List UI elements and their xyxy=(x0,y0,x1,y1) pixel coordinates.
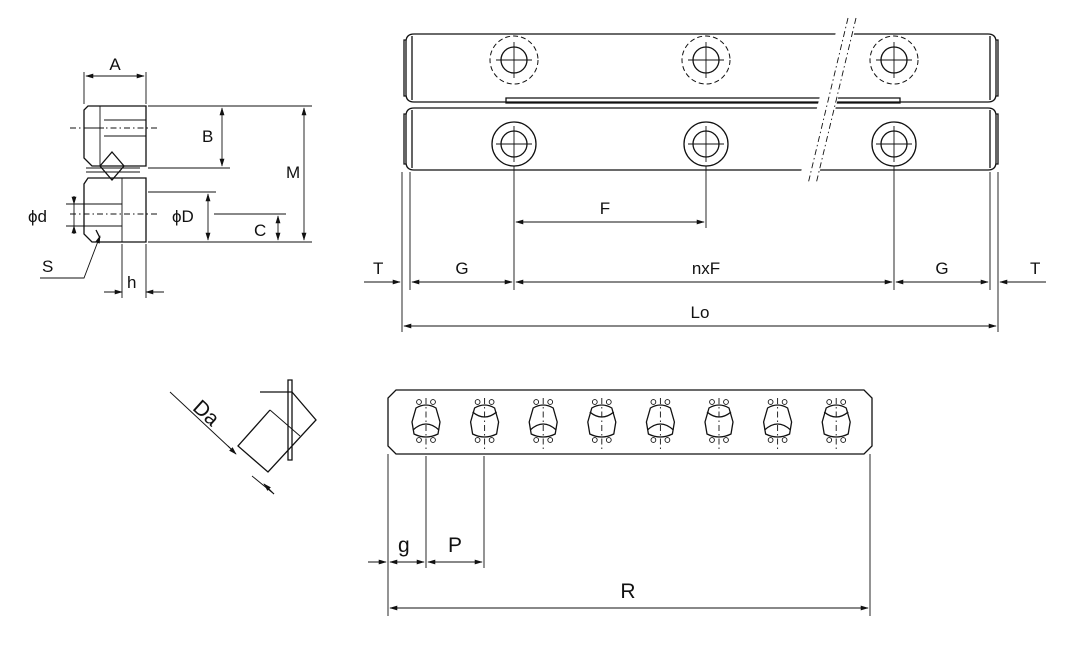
label-G-right: G xyxy=(935,259,948,278)
label-nxF: nxF xyxy=(692,259,720,278)
label-G-left: G xyxy=(455,259,468,278)
label-S: S xyxy=(42,257,53,276)
lower-rail-section xyxy=(83,177,147,243)
dim-R: R xyxy=(389,580,869,611)
label-Lo: Lo xyxy=(691,303,710,322)
label-T-right: T xyxy=(1030,259,1040,278)
label-g: g xyxy=(398,534,410,557)
cage-roller xyxy=(411,398,441,450)
label-T-left: T xyxy=(373,259,383,278)
upper-hole-1 xyxy=(489,35,539,85)
upper-rail-section xyxy=(83,105,147,167)
cage-roller xyxy=(762,398,793,450)
dim-phi-d: ϕd xyxy=(28,196,84,234)
label-phi-d: ϕd xyxy=(28,207,47,226)
dim-chain: T G nxF G T xyxy=(364,259,1046,285)
side-view xyxy=(403,17,999,190)
dim-g: g xyxy=(368,534,425,565)
dim-Lo: Lo xyxy=(403,303,997,329)
dim-A: A xyxy=(83,55,147,104)
roller-section xyxy=(99,151,125,181)
cage-roller xyxy=(469,398,500,450)
dim-B: B xyxy=(148,105,230,169)
upper-hole-2 xyxy=(681,35,731,85)
lower-hole-1 xyxy=(491,121,537,167)
label-P: P xyxy=(448,534,462,557)
dim-h: h xyxy=(104,244,164,298)
cross-section-view xyxy=(70,105,160,243)
cage-roller xyxy=(528,398,558,450)
lower-rail xyxy=(405,107,997,171)
cage-strip xyxy=(387,389,873,455)
leader-S: S xyxy=(40,235,101,279)
label-B: B xyxy=(202,127,213,146)
label-h: h xyxy=(127,273,136,292)
dim-F: F xyxy=(515,199,705,225)
cage-roller xyxy=(587,398,617,450)
upper-rail xyxy=(405,33,997,103)
roller-cage xyxy=(387,389,873,616)
cage-roller xyxy=(645,398,676,450)
dim-phi-D: ϕD xyxy=(148,191,216,243)
label-R: R xyxy=(620,580,635,603)
lower-hole-2 xyxy=(683,121,729,167)
lower-hole-3 xyxy=(871,121,917,167)
label-C: C xyxy=(254,221,266,240)
roller-detail: Da xyxy=(169,379,317,495)
cage-roller xyxy=(704,398,734,450)
label-phi-D: ϕD xyxy=(172,207,194,226)
label-M: M xyxy=(286,163,300,182)
dim-P: P xyxy=(427,534,483,565)
label-A: A xyxy=(109,55,121,74)
label-Da: Da xyxy=(188,396,224,431)
break-lines xyxy=(797,17,857,190)
cage-rollers xyxy=(411,398,851,450)
label-F: F xyxy=(600,199,610,218)
cage-roller xyxy=(821,398,851,450)
dim-C: C xyxy=(214,213,286,241)
upper-hole-3 xyxy=(869,35,919,85)
